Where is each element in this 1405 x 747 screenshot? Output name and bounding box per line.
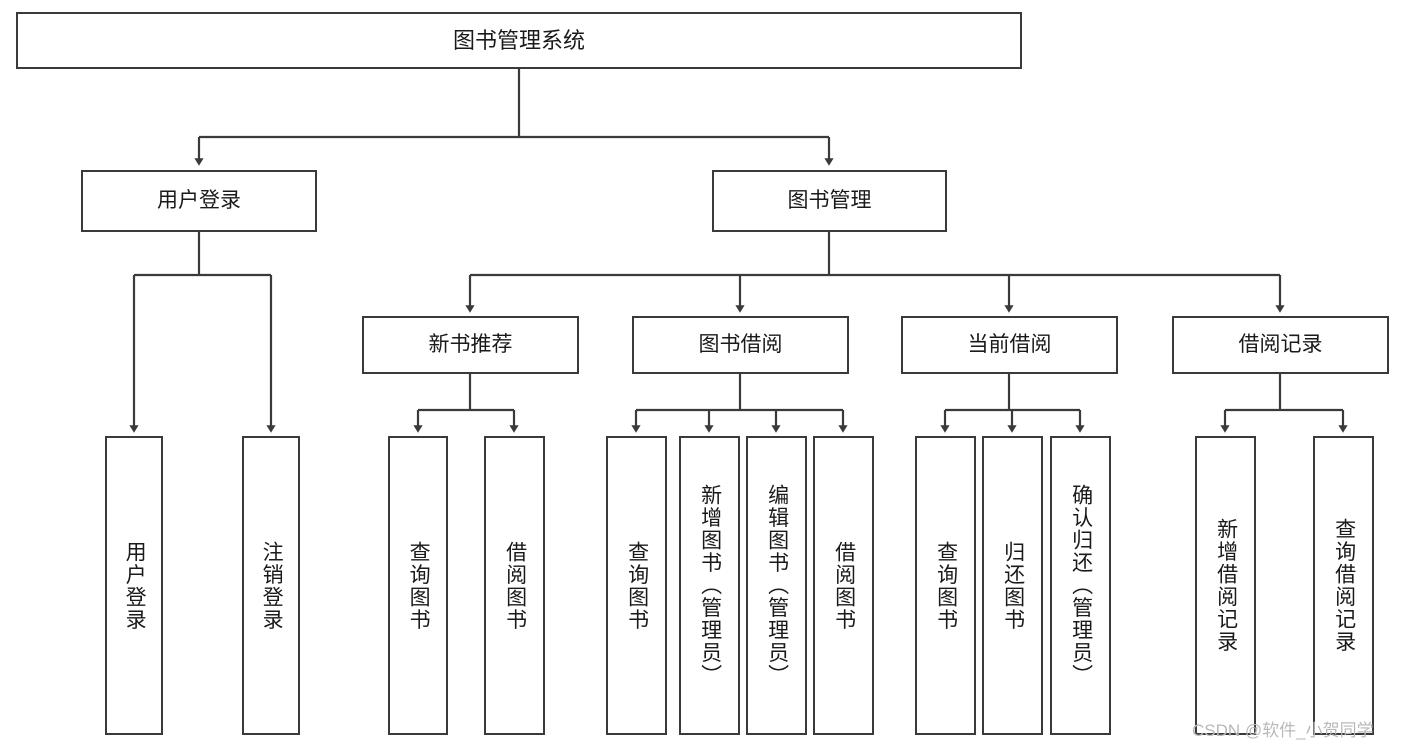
node-leaf-query-book-rec-label: 查询图书	[407, 540, 431, 631]
node-book-borrow[interactable]: 图书借阅	[632, 316, 849, 374]
node-leaf-query-book-cur[interactable]: 查询图书	[915, 436, 976, 735]
node-leaf-borrow-book-label: 借阅图书	[832, 540, 856, 631]
node-leaf-add-book[interactable]: 新增图书（管理员）	[679, 436, 740, 735]
node-leaf-user-login-label: 用户登录	[123, 540, 147, 631]
node-leaf-edit-book-label: 编辑图书（管理员）	[765, 484, 789, 687]
node-leaf-query-book-borrow-label: 查询图书	[625, 540, 649, 631]
node-leaf-confirm-return-label: 确认归还（管理员）	[1069, 484, 1093, 687]
node-leaf-query-book-rec[interactable]: 查询图书	[388, 436, 448, 735]
node-leaf-user-login[interactable]: 用户登录	[105, 436, 163, 735]
node-leaf-confirm-return[interactable]: 确认归还（管理员）	[1050, 436, 1111, 735]
node-current-borrow-label: 当前借阅	[967, 332, 1052, 356]
node-leaf-borrow-book-rec-label: 借阅图书	[503, 540, 527, 631]
node-user-login-label: 用户登录	[157, 188, 241, 212]
node-leaf-return-book[interactable]: 归还图书	[982, 436, 1043, 735]
node-book-manage[interactable]: 图书管理	[712, 170, 947, 232]
node-leaf-add-book-label: 新增图书（管理员）	[698, 484, 722, 687]
node-leaf-logout[interactable]: 注销登录	[242, 436, 300, 735]
node-user-login[interactable]: 用户登录	[81, 170, 317, 232]
node-book-manage-label: 图书管理	[787, 188, 872, 212]
node-borrow-record[interactable]: 借阅记录	[1172, 316, 1389, 374]
node-book-borrow-label: 图书借阅	[698, 332, 783, 356]
csdn-watermark: CSDN @软件_小贺同学	[1192, 721, 1374, 740]
node-leaf-add-record[interactable]: 新增借阅记录	[1195, 436, 1256, 735]
node-leaf-return-book-label: 归还图书	[1001, 540, 1025, 631]
node-leaf-add-record-label: 新增借阅记录	[1214, 518, 1238, 653]
node-new-book-recommend[interactable]: 新书推荐	[362, 316, 579, 374]
node-new-book-recommend-label: 新书推荐	[428, 332, 513, 356]
node-leaf-edit-book[interactable]: 编辑图书（管理员）	[746, 436, 807, 735]
node-borrow-record-label: 借阅记录	[1238, 332, 1323, 356]
node-leaf-query-record-label: 查询借阅记录	[1332, 518, 1356, 653]
node-leaf-query-record[interactable]: 查询借阅记录	[1313, 436, 1374, 735]
node-root[interactable]: 图书管理系统	[16, 12, 1022, 69]
node-leaf-borrow-book-rec[interactable]: 借阅图书	[484, 436, 545, 735]
node-leaf-logout-label: 注销登录	[260, 540, 284, 631]
node-current-borrow[interactable]: 当前借阅	[901, 316, 1118, 374]
node-leaf-borrow-book[interactable]: 借阅图书	[813, 436, 874, 735]
node-root-label: 图书管理系统	[452, 27, 585, 53]
node-leaf-query-book-cur-label: 查询图书	[934, 540, 958, 631]
node-leaf-query-book-borrow[interactable]: 查询图书	[606, 436, 667, 735]
